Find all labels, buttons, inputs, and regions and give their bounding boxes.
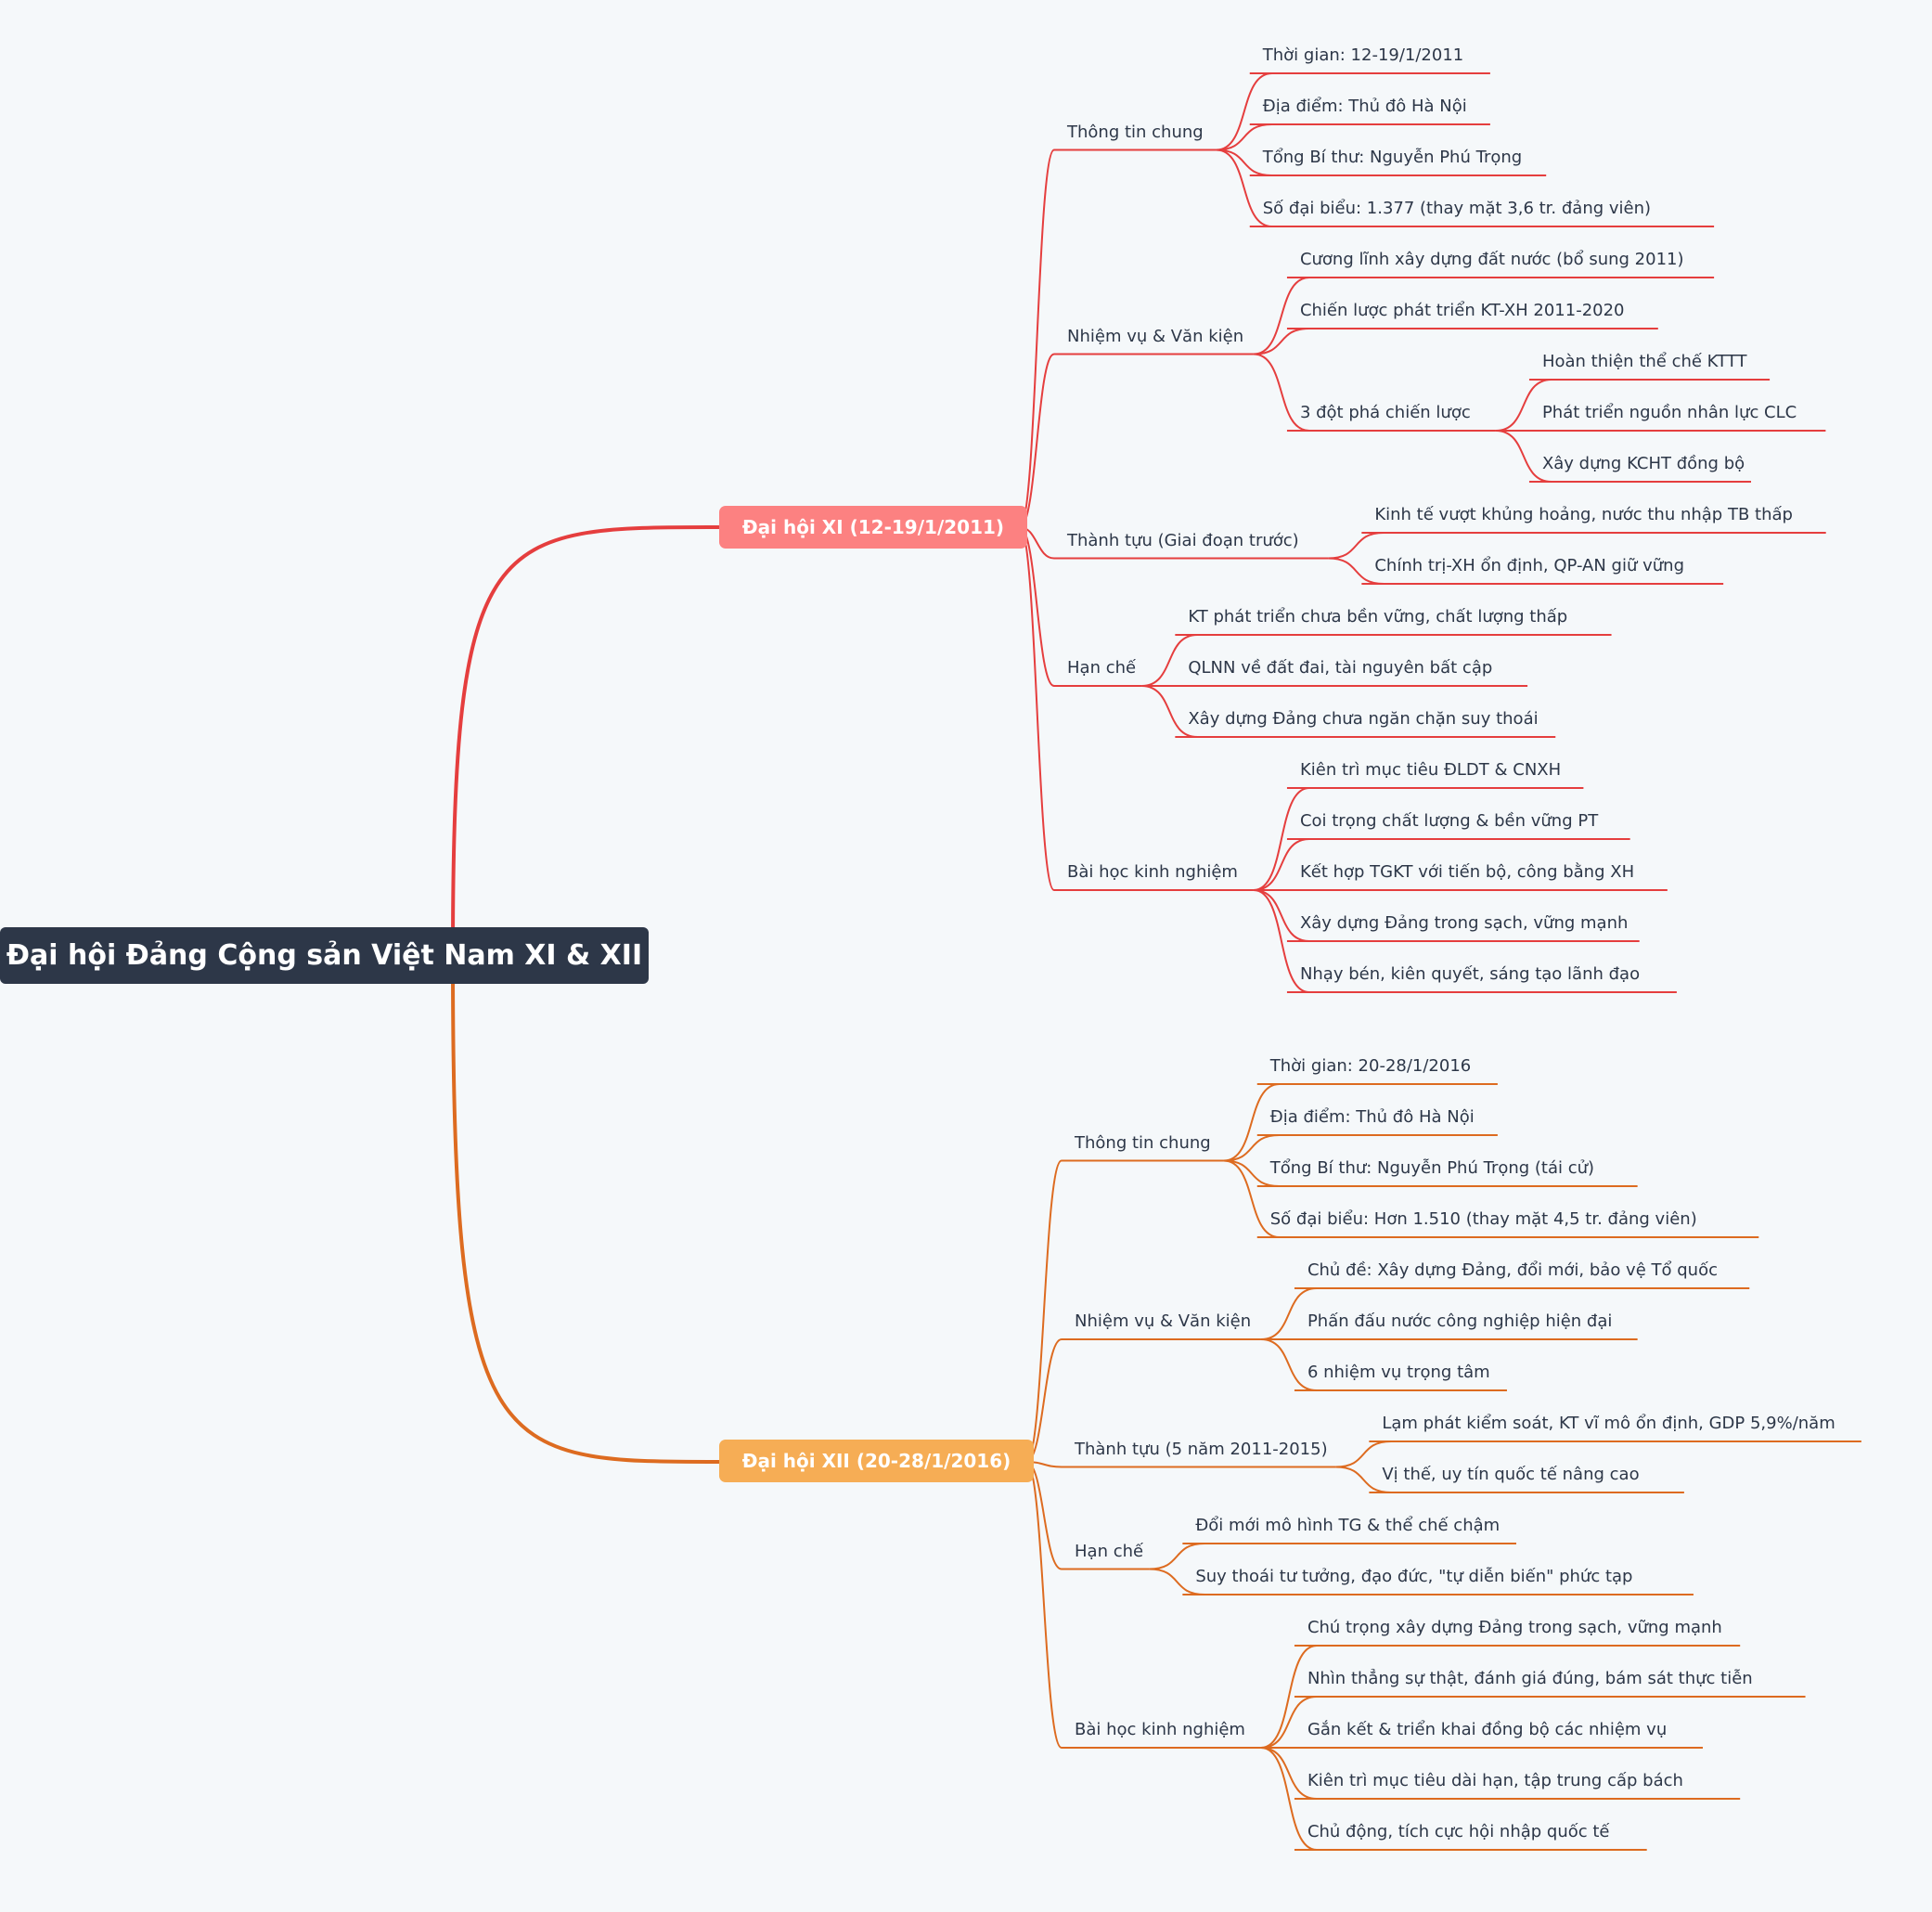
leaf-node: KT phát triển chưa bền vững, chất lượng … (1188, 607, 1568, 627)
child-connector (1223, 1159, 1280, 1187)
child-connector (1260, 1338, 1317, 1391)
topic-node: Hạn chế (1075, 1541, 1144, 1561)
child-connector (1149, 1568, 1205, 1595)
child-connector (1260, 1747, 1318, 1851)
branch-node: Đại hội XI (12-19/1/2011) (719, 506, 1027, 549)
leaf-node: Lạm phát kiểm soát, KT vĩ mô ổn định, GD… (1382, 1414, 1835, 1433)
branch-node: Đại hội XII (20-28/1/2016) (719, 1440, 1034, 1482)
leaf-node: Tổng Bí thư: Nguyễn Phú Trọng (tái cử) (1269, 1158, 1595, 1178)
leaf-node: Kết hợp TGKT với tiến bộ, công bằng XH (1299, 862, 1635, 882)
child-connector (1328, 532, 1385, 560)
leaf-node: Cương lĩnh xây dựng đất nước (bổ sung 20… (1299, 250, 1684, 269)
topic-connector (1019, 353, 1055, 528)
child-connector (1216, 149, 1272, 227)
leaf-node: Chủ đề: Xây dựng Đảng, đổi mới, bảo vệ T… (1307, 1260, 1718, 1280)
child-connector (1141, 634, 1198, 687)
topic-node: Nhiệm vụ & Văn kiện (1067, 326, 1244, 346)
child-connector (1495, 430, 1552, 483)
child-connector (1260, 1696, 1317, 1749)
child-connector (1149, 1543, 1205, 1570)
leaf-node: Vị thế, uy tín quốc tế nâng cao (1382, 1465, 1640, 1484)
child-connector (1253, 277, 1310, 355)
leaf-node: QLNN về đất đai, tài nguyên bất cập (1188, 658, 1493, 678)
child-connector (1253, 838, 1309, 891)
topic-node: Thành tựu (Giai đoạn trước) (1067, 530, 1299, 550)
child-connector (1223, 1134, 1280, 1162)
child-connector (1495, 379, 1552, 432)
child-connector (1141, 685, 1198, 738)
topic-connector (1019, 526, 1055, 891)
leaf-node: Xây dựng Đảng chưa ngăn chặn suy thoái (1188, 709, 1539, 729)
leaf-node: Địa điểm: Thủ đô Hà Nội (1269, 1107, 1475, 1127)
topic-node: Hạn chế (1067, 658, 1137, 678)
child-connector (1216, 72, 1272, 151)
topic-connector (1019, 149, 1055, 528)
leaf-node: Thời gian: 20-28/1/2016 (1269, 1056, 1472, 1076)
child-connector (1216, 123, 1272, 151)
leaf-node: Kiên trì mục tiêu ĐLDT & CNXH (1299, 760, 1562, 780)
leaf-node: Kinh tế vượt khủng hoảng, nước thu nhập … (1374, 505, 1793, 524)
root-branch-connector (451, 955, 720, 1464)
child-connector (1223, 1083, 1280, 1162)
child-connector (1260, 1747, 1317, 1800)
leaf-node: Chủ động, tích cực hội nhập quốc tế (1307, 1822, 1610, 1841)
topic-connector (1025, 1159, 1063, 1463)
leaf-node: Chiến lược phát triển KT-XH 2011-2020 (1299, 301, 1625, 320)
child-connector (1253, 889, 1309, 942)
root-branch-connector (451, 525, 720, 957)
child-connector (1335, 1466, 1392, 1493)
topic-connector (1025, 1461, 1063, 1749)
child-connector (1223, 1159, 1280, 1238)
topic-node: Thông tin chung (1067, 122, 1204, 142)
topic-node: Thành tựu (5 năm 2011-2015) (1075, 1439, 1328, 1459)
leaf-node: Chú trọng xây dựng Đảng trong sạch, vững… (1307, 1618, 1722, 1637)
child-connector (1253, 787, 1310, 891)
child-connector (1328, 557, 1385, 585)
child-connector (1260, 1645, 1318, 1749)
leaf-node: Xây dựng KCHT đồng bộ (1541, 454, 1745, 473)
topic-node: Nhiệm vụ & Văn kiện (1075, 1311, 1252, 1331)
root-node: Đại hội Đảng Cộng sản Việt Nam XI & XII (0, 927, 649, 984)
leaf-node: Tổng Bí thư: Nguyễn Phú Trọng (1262, 148, 1523, 167)
leaf-node: Xây dựng Đảng trong sạch, vững mạnh (1299, 913, 1629, 933)
child-connector (1253, 328, 1309, 355)
leaf-node: Nhạy bén, kiên quyết, sáng tạo lãnh đạo (1299, 964, 1641, 984)
leaf-node: Số đại biểu: 1.377 (thay mặt 3,6 tr. đản… (1262, 199, 1652, 218)
child-connector (1253, 353, 1310, 432)
leaf-node: Nhìn thẳng sự thật, đánh giá đúng, bám s… (1307, 1669, 1753, 1688)
leaf-node: 6 nhiệm vụ trọng tâm (1307, 1363, 1490, 1382)
leaf-node: Phát triển nguồn nhân lực CLC (1541, 403, 1797, 422)
child-connector (1216, 149, 1272, 176)
leaf-node: Thời gian: 12-19/1/2011 (1262, 45, 1464, 65)
child-connector (1253, 889, 1310, 993)
topic-node: Bài học kinh nghiệm (1075, 1720, 1245, 1739)
topic-connector (1019, 526, 1055, 687)
leaf-node: Chính trị-XH ổn định, QP-AN giữ vững (1374, 556, 1685, 575)
leaf-node: Địa điểm: Thủ đô Hà Nội (1262, 97, 1467, 116)
child-connector (1260, 1287, 1317, 1340)
leaf-node: Phấn đấu nước công nghiệp hiện đại (1307, 1311, 1613, 1331)
leaf-node: Gắn kết & triển khai đồng bộ các nhiệm v… (1307, 1720, 1668, 1739)
topic-node: Thông tin chung (1075, 1132, 1211, 1153)
leaf-node: Số đại biểu: Hơn 1.510 (thay mặt 4,5 tr.… (1269, 1209, 1697, 1229)
leaf-node: Hoàn thiện thể chế KTTT (1541, 352, 1747, 371)
leaf-node: Đổi mới mô hình TG & thể chế chậm (1195, 1516, 1501, 1535)
leaf-node: Kiên trì mục tiêu dài hạn, tập trung cấp… (1307, 1771, 1683, 1790)
leaf-node: Coi trọng chất lượng & bền vững PT (1299, 811, 1599, 831)
leaf-node: Suy thoái tư tưởng, đạo đức, "tự diễn bi… (1195, 1567, 1633, 1586)
child-connector (1335, 1440, 1392, 1468)
topic-node: Bài học kinh nghiệm (1067, 862, 1238, 882)
leaf-node: 3 đột phá chiến lược (1299, 403, 1471, 422)
